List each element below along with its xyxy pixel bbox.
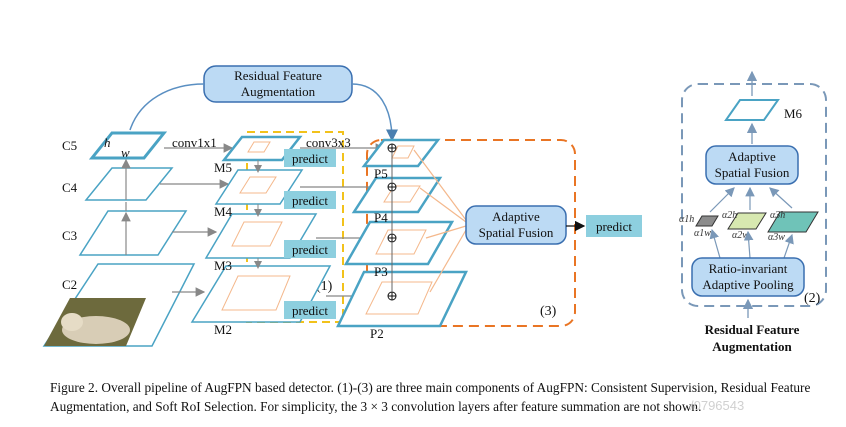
p2-label: P2 [370,326,384,341]
m2-roi [221,275,291,311]
m4-label: M4 [214,204,233,219]
m4-roi [239,176,277,194]
adaptive-fusion-box [465,205,567,245]
adaptive-fusion-label-line2: Spatial Fusion [479,225,554,240]
roi-feature-lines [413,149,467,293]
final-predict-box: predict [586,215,642,237]
predict-label: predict [292,303,328,318]
predict-label: predict [292,242,328,257]
rfa-box-label-line2: Augmentation [241,84,316,99]
sum-circle-p2 [387,291,397,301]
pooling-label-line2: Adaptive Pooling [702,277,794,292]
p4-roi [383,185,421,203]
alpha1w-label: α1w [694,228,711,239]
p5-label: P5 [374,166,388,181]
w-label: w [121,145,130,160]
m2-label: M2 [214,322,232,337]
rfa-to-p5-arrow [351,83,398,142]
m3-roi [231,221,283,247]
m4-predict-box: predict [284,191,336,209]
conv1x1-label: conv1x1 [172,135,217,150]
adaptive-fusion-label-line1: Adaptive [492,209,540,224]
c3-label: C3 [62,228,77,243]
c5-plane [88,131,168,160]
rfa-panel [681,83,827,307]
c2-label: C2 [62,277,77,292]
pool-to-plane3-arrow [783,233,794,259]
sum-circle-p3 [387,233,397,243]
m5-predict-box: predict [284,149,336,167]
plane3-to-fusion-arrow [769,187,793,209]
pooling-label-line1: Ratio-invariant [709,261,788,276]
c5-label: C5 [62,138,77,153]
panel-fusion-box [705,145,799,185]
alpha1h-label: α1h [679,214,694,225]
conv3x3-label: conv3x3 [306,135,351,150]
c4-label: C4 [62,180,78,195]
p2-roi [365,281,433,315]
figure-caption: Figure 2. Overall pipeline of AugFPN bas… [50,380,811,414]
context-plane-1 [695,215,719,227]
pooling-box [691,257,805,297]
p5-roi [391,145,415,159]
m5-roi [247,141,271,153]
sum-circle-p4 [387,182,397,192]
m3-predict-box: predict [284,240,336,258]
panel-title-line2: Augmentation [712,339,792,354]
c3-plane [78,210,188,256]
p3-roi [375,229,427,255]
panel-fusion-label-line2: Spatial Fusion [715,165,790,180]
pool-to-plane1-arrow [709,228,721,259]
plane1-to-fusion-arrow [709,187,735,213]
alpha3w-label: α3w [768,232,785,243]
alpha2w-label: α2w [732,230,749,241]
sum-circle-p5 [387,143,397,153]
m2-predict-box: predict [284,301,336,319]
alpha3h-label: α3h [770,210,785,221]
m3-label: M3 [214,258,232,273]
m5-label: M5 [214,160,232,175]
context-plane-2 [727,212,767,230]
watermark: /0796543 [690,398,745,413]
predict-label: predict [596,219,632,234]
m6-label: M6 [784,106,803,121]
component-3-label: (3) [540,304,557,319]
panel-title-line1: Residual Feature [705,322,800,337]
c5-to-rfa-arrow [129,83,205,131]
predict-label: predict [292,193,328,208]
m5-plane [221,135,303,162]
h-label: h [104,135,111,150]
pool-to-plane2-arrow [743,230,754,259]
m4-plane [214,169,304,205]
context-plane-3 [767,211,819,233]
c2-photo-head [61,313,83,331]
alpha2h-label: α2h [722,210,737,221]
c4-plane [84,167,174,201]
p5-plane [361,138,441,168]
panel-fusion-label-line1: Adaptive [728,149,776,164]
component-2-label: (2) [804,291,821,306]
p3-plane [343,220,455,266]
m6-plane [724,99,780,121]
rfa-box-label-line1: Residual Feature [234,68,322,83]
predict-label: predict [292,151,328,166]
p2-plane [336,270,468,328]
p3-label: P3 [374,264,388,279]
p4-label: P4 [374,210,388,225]
